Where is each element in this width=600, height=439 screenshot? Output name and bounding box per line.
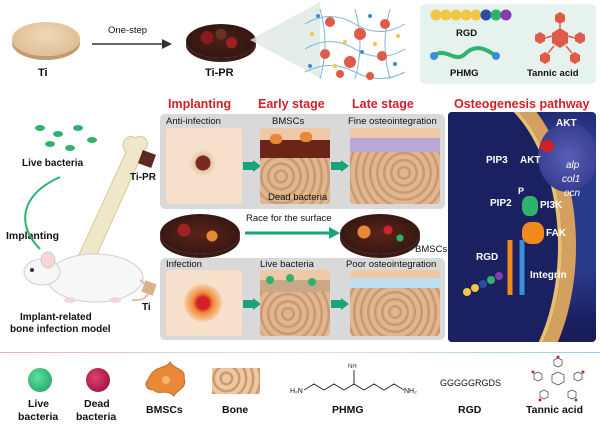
p-label: P [518,186,525,196]
stage-early: Early stage [258,97,325,111]
phmg-chain-icon [430,46,500,60]
legend-rgd-label: RGD [458,404,482,416]
tipr-disc [186,24,256,58]
legend-phmg-nh2-right: NH₂ [404,388,417,395]
legend-tannic-label: Tannic acid [526,404,583,416]
implanting-curve-arrow [24,176,61,250]
legend-tannic-structure-icon [531,355,585,402]
upper-arrow-2 [331,160,349,172]
live-bacteria-lower-label: Live bacteria [260,259,314,270]
stage-late: Late stage [352,97,414,111]
bmscs-middle-label: BMSCs [415,244,448,255]
lower-arrow-1 [243,298,261,310]
anti-infection-scene [166,128,242,204]
legend-phmg-label: PHMG [332,404,364,416]
implanting-label: Implanting [6,230,60,242]
stage-pathway: Osteogenesis pathway [454,97,590,111]
infection-label: Infection [166,259,202,270]
one-step-label: One-step [108,25,148,36]
integrin-receptor-icon [507,240,525,295]
phmg-legend-label: PHMG [450,68,479,79]
pi3k-label: PI3K [540,200,563,211]
legend-bone-icon [212,368,260,394]
pip2-label: PIP2 [490,198,512,209]
model-label-line2: bone infection model [10,324,111,335]
bmscs-upper-label: BMSCs [272,116,305,127]
svg-text:NH: NH [348,364,357,370]
fak-node-icon [522,222,544,244]
bacteria-spray-icon [35,125,97,151]
live-bacteria-label: Live bacteria [22,158,84,169]
rgd-legend-label: RGD [456,28,478,39]
integrin-label: Integrin [530,270,567,281]
pip3-label: PIP3 [486,155,508,166]
legend-dead-label-2: bacteria [76,411,117,423]
bmscs-disc-middle [340,214,420,254]
race-arrow [245,227,340,239]
legend-bmscs-label: BMSCs [146,404,183,416]
tipr-disc-middle [160,214,240,254]
poor-osteo-label: Poor osteointegration [346,259,437,270]
infection-scene [166,270,242,336]
stage-implanting: Implanting [168,97,232,111]
rgd-chain-pathway-icon [463,272,503,296]
bmscs-bone-scene [260,128,330,204]
fine-osteo-label: Fine osteointegration [348,116,437,127]
fak-label: FAK [546,228,566,239]
akt-label: AKT [520,155,541,166]
col1-label: col1 [562,174,581,185]
legend-phmg-nh2-left: H₂N [290,388,303,395]
tipr-side-label: Ti-PR [130,172,156,183]
legend-live-icon [28,368,52,392]
akt-top-label: AKT [556,118,577,129]
pi3k-node-icon [522,196,538,216]
race-label: Race for the surface [246,213,332,224]
legend-bmscs-icon [145,360,186,397]
ocn-label: ocn [564,188,581,199]
legend-divider [0,352,600,353]
rgd-bead-icon [430,9,512,21]
lower-arrow-2 [331,298,349,310]
live-bacteria-scene [260,270,330,336]
legend-dead-icon [86,368,110,392]
legend-phmg-structure-icon: NH [303,364,405,391]
one-step-arrow [92,39,172,49]
legend-rgd-sequence: GGGGGRGDS [440,378,502,388]
upper-arrow-1 [243,160,261,172]
legend-live-label-2: bacteria [18,411,59,423]
ti-side-label: Ti [142,302,151,313]
alp-label: alp [566,160,580,171]
tannic-legend-label: Tannic acid [527,68,579,79]
fine-osteo-scene [350,128,440,204]
rgd-pathway-label: RGD [476,252,499,263]
tannic-acid-icon [535,12,585,64]
poor-osteo-scene [350,270,440,336]
rat-model-icon [23,251,150,303]
legend-live-label-1: Live [28,398,50,410]
polymer-network-icon [304,8,406,80]
model-label-line1: Implant-related [20,312,92,323]
ti-label: Ti [38,67,48,79]
tipr-label: Ti-PR [205,67,234,79]
legend-bone-label: Bone [222,404,249,416]
dead-bacteria-upper-label: Dead bacteria [268,192,328,203]
zoom-fan [250,2,320,78]
anti-infection-label: Anti-infection [166,116,221,127]
legend-dead-label-1: Dead [84,398,110,410]
akt-node-icon [540,140,554,152]
ti-disc [12,22,80,56]
